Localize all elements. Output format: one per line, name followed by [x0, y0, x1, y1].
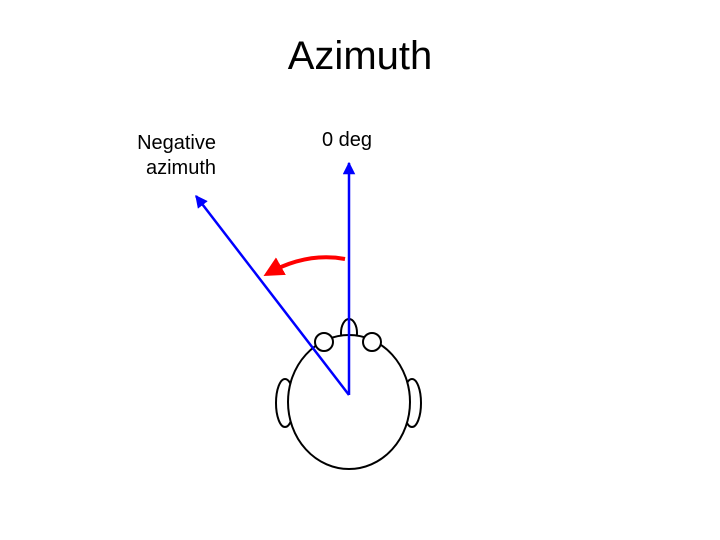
rotation-direction-arrow	[263, 255, 346, 276]
right-eye-icon	[362, 332, 382, 352]
zero-degree-label: 0 deg	[322, 129, 373, 151]
slide-title: Azimuth	[287, 34, 433, 78]
negative-azimuth-label-line2: azimuth	[145, 157, 216, 179]
negative-azimuth-vector	[195, 195, 350, 396]
negative-azimuth-label: Negative azimuth	[110, 131, 216, 181]
negative-azimuth-label-line1: Negative	[137, 132, 216, 154]
left-eye-icon	[314, 332, 334, 352]
head-top-view-icon	[275, 318, 422, 470]
